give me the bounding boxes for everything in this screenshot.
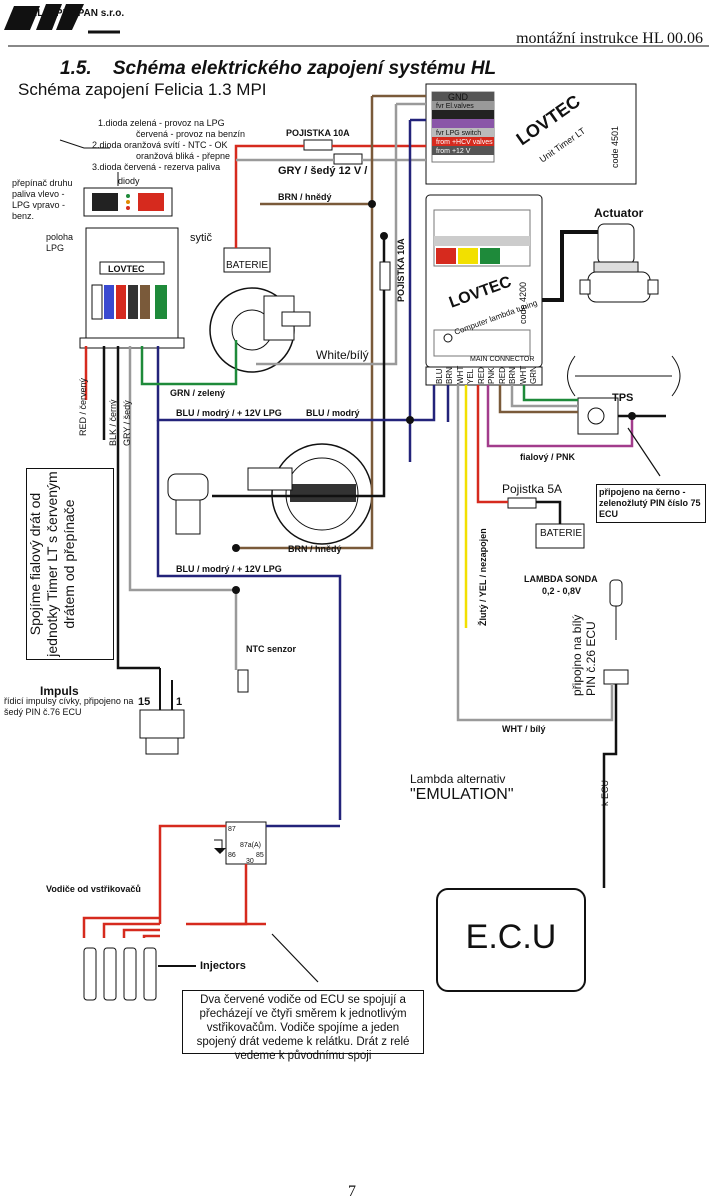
- lambda-label: LAMBDA SONDA: [524, 574, 598, 584]
- pin-1: BRN: [445, 367, 454, 384]
- gray-12v-label: GRY / šedý 12 V /: [278, 165, 368, 177]
- document-title: montážní instrukce HL 00.06: [516, 30, 703, 47]
- battery-1-label: BATERIE: [226, 260, 269, 271]
- diode-line-1: 1.dioda zelená - provoz na LPG: [98, 118, 225, 128]
- injectors: [83, 947, 157, 1001]
- vertical-note-box: Spojíme fialový drát od jednotky Timer L…: [26, 468, 114, 660]
- relay-87a: 87a(A): [240, 842, 262, 849]
- diode-line-2b: oranžová bliká - přepne: [136, 151, 231, 161]
- fuse-2-label: POJISTKA 10A: [396, 238, 406, 302]
- fuse-3-label: Pojistka 5A: [502, 482, 563, 496]
- pin-1-label: 1: [176, 696, 183, 708]
- lpg-switch-unit: [79, 227, 185, 349]
- pin-9: GRN: [529, 366, 538, 384]
- reducer-lovtec: [167, 443, 373, 545]
- emulation-label: "EMULATION": [410, 786, 514, 803]
- diode-line-2: 2.dioda oranžová svítí - NTC - OK: [92, 140, 228, 150]
- relay-30: 30: [246, 858, 254, 865]
- timer-fvr-el: fvr El.valves: [436, 103, 474, 110]
- lpg-position-label: poloha LPG: [46, 232, 74, 253]
- injectors-label: Injectors: [200, 960, 246, 972]
- reducer-top: [209, 287, 311, 373]
- tps-arrow: [627, 427, 661, 477]
- lambda-sensor: [603, 579, 629, 685]
- actuator: [579, 223, 659, 303]
- lambda-pin-note: připojno na bílý PIN č.26 ECU: [570, 614, 598, 696]
- lpg-switch-brand: LOVTEC: [108, 264, 145, 274]
- section-heading: 1.5. Schéma elektrického zapojení systém…: [60, 58, 497, 79]
- relay: [214, 821, 267, 865]
- tps-sensor: [567, 355, 681, 435]
- white-wht-label: WHT / bílý: [502, 724, 546, 734]
- vertical-note: Spojíme fialový drát od jednotky Timer L…: [27, 471, 77, 657]
- note-arrow: [271, 933, 319, 983]
- tps-label: TPS: [612, 392, 634, 404]
- ecu-box: E.C.U: [436, 888, 586, 992]
- impulse-label: Impuls: [40, 684, 79, 698]
- ntc-sensor: [237, 669, 249, 693]
- pin-5: PNK: [487, 367, 496, 384]
- bottom-note: Dva červené vodiče od ECU se spojují a p…: [182, 990, 424, 1062]
- relay-85: 85: [256, 852, 264, 859]
- battery-2-label: BATERIE: [540, 528, 583, 539]
- actuator-label: Actuator: [594, 206, 644, 220]
- pink-label: fialový / PNK: [520, 452, 576, 462]
- switch-label: přepínač druhu paliva vlevo - LPG vpravo…: [12, 178, 73, 221]
- timer-fvr-lpg: fvr LPG switch: [436, 130, 482, 137]
- battery-2: [535, 523, 585, 549]
- timer-code: code 4501: [610, 125, 620, 168]
- blue-label-1: BLU / modrý / + 12V LPG: [176, 408, 282, 418]
- timer-gnd: GND: [448, 92, 468, 102]
- main-connector-label: MAIN CONNECTOR: [470, 356, 535, 363]
- fuse-3: [507, 497, 537, 509]
- diode-pointer: [59, 139, 110, 149]
- fuel-switch: [83, 187, 173, 217]
- diode-line-3: 3.dioda červená - rezerva paliva: [92, 162, 221, 172]
- pin-7: BRN: [508, 367, 517, 384]
- injector-wires-label: Vodiče od vstřikovačů: [46, 884, 141, 894]
- fuse-1b: [333, 153, 363, 165]
- white-label: White/bílý: [316, 348, 369, 362]
- diodes-label: diody: [118, 176, 140, 186]
- page-subtitle: Schéma zapojení Felicia 1.3 MPI: [18, 80, 267, 99]
- pin-15: 15: [138, 696, 151, 708]
- black-label: BLK / černý: [108, 399, 118, 446]
- impulse-desc: řídicí impulsy cívky, připojeno na šedý …: [4, 696, 134, 717]
- timer-unit: [425, 83, 637, 185]
- impulse-connector: [139, 668, 185, 755]
- lambda-voltage: 0,2 - 0,8V: [542, 586, 582, 596]
- tps-ecu-note: připojeno na černo - zelenožlutý PIN čís…: [596, 484, 706, 523]
- fuse-2: [379, 261, 391, 291]
- logo-text: HL & PROPAN s.r.o.: [30, 8, 125, 19]
- gray-label: GRY / šedý: [122, 400, 132, 446]
- battery-1: [223, 247, 271, 273]
- ecu-label: E.C.U: [465, 918, 557, 956]
- lambda-computer-unit: [425, 194, 543, 386]
- wires: [82, 94, 666, 938]
- brown-label-2: BRN / hnědý: [288, 544, 342, 554]
- blue-label-3: BLU / modrý / + 12V LPG: [176, 564, 282, 574]
- yellow-label: Žlutý / YEL / nezapojen: [478, 528, 488, 626]
- blue-label-2: BLU / modrý: [306, 408, 360, 418]
- relay-86: 86: [228, 852, 236, 859]
- choke-label: sytič: [190, 232, 212, 244]
- green-label: GRN / zelený: [170, 388, 226, 398]
- to-ecu-label: k ECU: [600, 779, 610, 806]
- fuse-1-label: POJISTKA 10A: [286, 128, 350, 138]
- diode-line-1b: červená - provoz na benzín: [136, 129, 246, 139]
- red-label: RED / červený: [78, 377, 88, 436]
- junctions: [232, 200, 636, 594]
- fuse-1: [303, 139, 333, 151]
- brown-label-1: BRN / hnědý: [278, 192, 332, 202]
- relay-87: 87: [228, 826, 236, 833]
- pin-3: YEL: [466, 368, 475, 384]
- page-number: 7: [348, 1183, 356, 1200]
- timer-from-hcv: from +HCV valves: [436, 139, 493, 146]
- hl-logo: [4, 4, 120, 34]
- computer-code: code 4200: [518, 281, 528, 324]
- ntc-label: NTC senzor: [246, 644, 297, 654]
- timer-from-12v: from +12 V: [436, 148, 471, 155]
- lambda-alt-label: Lambda alternativ: [410, 772, 506, 786]
